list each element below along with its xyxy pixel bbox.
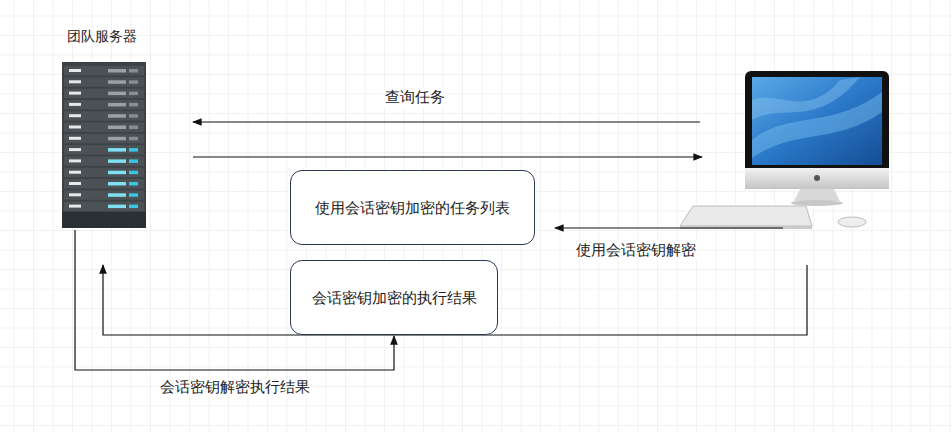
server-icon	[62, 62, 146, 228]
edge-label: 会话密钥解密执行结果	[158, 378, 312, 397]
box-text: 会话密钥加密的执行结果	[312, 289, 477, 307]
box-text: 使用会话密钥加密的任务列表	[315, 199, 510, 217]
process-box: 会话密钥加密的执行结果	[290, 260, 498, 335]
server-node: 团队服务器	[52, 28, 152, 230]
computer-icon	[680, 71, 889, 229]
flow-label: 查询任务	[383, 88, 447, 107]
flow-label: 使用会话密钥解密	[574, 241, 698, 260]
flow-lines	[103, 122, 807, 335]
process-box: 使用会话密钥加密的任务列表	[290, 170, 535, 245]
node-title: 团队服务器	[52, 28, 152, 45]
